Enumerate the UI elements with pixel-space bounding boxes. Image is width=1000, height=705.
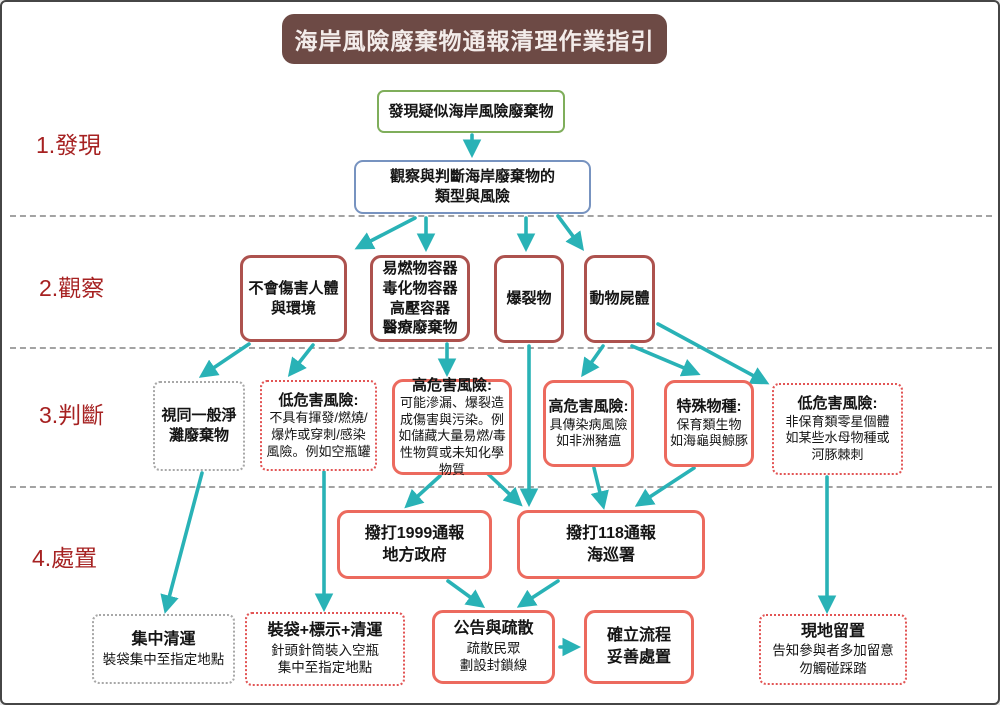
arrow-observe-harmless (354, 216, 417, 250)
node-judge-low-risk-carcass: 低危害風險: 非保育類零星個體 如某些水母物種或 河豚棘刺 (772, 383, 903, 475)
section-label-observe: 2.觀察 (39, 275, 105, 301)
node-action-announce: 公告與疏散 疏散民眾 劃設封鎖線 (432, 610, 555, 684)
arrow-carcass-lowrisk (656, 322, 770, 385)
arrow-call1999-announce (446, 579, 486, 608)
node-judge-high-risk-carcass: 高危害風險: 具傳染病風險 如非洲豬瘟 (543, 380, 634, 467)
node-action-process: 確立流程 妥善處置 (584, 610, 694, 684)
node-observe: 觀察與判斷海岸廢棄物的 類型與風險 (354, 160, 591, 214)
node-action-bag-label: 裝袋+標示+清運 針頭針筒裝入空瓶 集中至指定地點 (245, 612, 405, 686)
node-action-leave-in-place: 現地留置 告知參與者多加留意 勿觸碰踩踏 (759, 614, 907, 685)
node-judge-general-waste: 視同一般淨 灘廢棄物 (153, 381, 245, 471)
node-discover: 發現疑似海岸風險廢棄物 (377, 90, 565, 133)
section-divider-1 (10, 215, 992, 217)
section-divider-2 (10, 347, 992, 349)
arrow-containers-lowrisk (287, 343, 315, 377)
node-call-1999: 撥打1999通報 地方政府 (337, 510, 492, 579)
arrow-carcass-highrisk (581, 344, 605, 378)
node-category-carcass: 動物屍體 (584, 255, 655, 343)
node-category-explosive: 爆裂物 (494, 255, 564, 343)
section-label-judge: 3.判斷 (39, 402, 105, 428)
section-divider-3 (10, 486, 992, 488)
node-judge-low-risk-container: 低危害風險: 不具有揮發/燃燒/爆炸或穿刺/感染風險。例如空瓶罐 (260, 380, 377, 471)
section-label-discover: 1.發現 (36, 132, 102, 158)
arrow-call118-announce (516, 579, 560, 608)
arrow-carcass-special (630, 344, 701, 377)
node-category-containers: 易燃物容器 毒化物容器 高壓容器 醫療廢棄物 (370, 255, 470, 342)
page-title: 海岸風險廢棄物通報清理作業指引 (282, 14, 667, 64)
node-category-harmless: 不會傷害人體 與環境 (240, 255, 347, 342)
node-judge-special-species: 特殊物種: 保育類生物 如海龜與鯨豚 (664, 380, 754, 467)
arrow-observe-carcass (556, 214, 585, 252)
section-label-dispose: 4.處置 (32, 545, 98, 571)
node-call-118: 撥打118通報 海巡署 (517, 510, 705, 579)
arrow-general-collect (160, 471, 204, 614)
node-judge-high-risk-container: 高危害風險: 可能滲漏、爆裂造成傷害與污染。例如儲藏大量易燃/毒性物質或未知化學… (392, 377, 512, 477)
node-action-collect: 集中清運 裝袋集中至指定地點 (92, 614, 235, 684)
arrow-highrisk-call1999 (404, 474, 442, 509)
